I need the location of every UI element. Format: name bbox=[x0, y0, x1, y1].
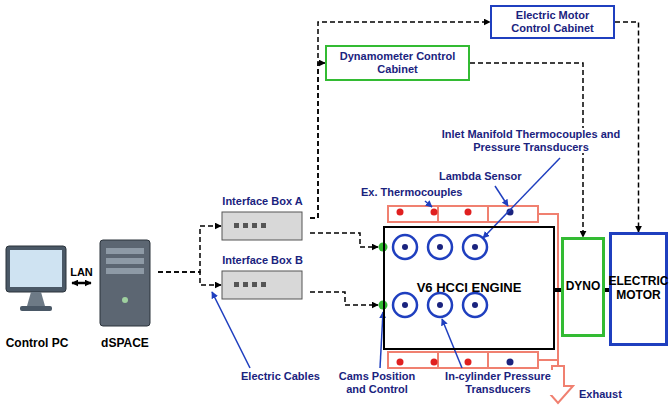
callout-label: In-cylinder Pressure Transducers bbox=[438, 370, 558, 395]
callout-label: Cams Position and Control bbox=[330, 370, 424, 395]
node-label: V6 HCCI ENGINE bbox=[417, 281, 522, 296]
node-label: Dynamometer Control Cabinet bbox=[331, 50, 464, 75]
node-label: ELECTRIC MOTOR bbox=[609, 275, 669, 303]
cable-connector bbox=[72, 282, 91, 285]
computer-node: Control PC bbox=[3, 243, 71, 351]
callout-label: Inlet Manifold Thermocouples and Pressur… bbox=[440, 128, 622, 153]
node-label: Interface Box B bbox=[222, 254, 303, 267]
callout-label: Ex. Thermocouples bbox=[360, 186, 463, 199]
cylinder bbox=[393, 235, 487, 317]
cable-connector bbox=[158, 226, 221, 272]
node-label: dSPACE bbox=[101, 337, 149, 351]
cable-connector bbox=[310, 233, 378, 247]
dynamometer-box: DYNO bbox=[561, 237, 605, 337]
cable-connector bbox=[310, 292, 378, 305]
cable-connector bbox=[158, 272, 221, 285]
interface-box-shape bbox=[222, 212, 302, 299]
node-label: Electric Motor Control Cabinet bbox=[496, 9, 609, 34]
node-label: Interface Box A bbox=[222, 195, 302, 208]
cable-connector bbox=[310, 22, 490, 218]
leader-line bbox=[212, 158, 560, 368]
callout-label: Electric Cables bbox=[240, 370, 321, 383]
node-label: DYNO bbox=[566, 280, 601, 294]
motor-box: ELECTRIC MOTOR bbox=[609, 232, 668, 346]
monitor-icon bbox=[6, 246, 66, 311]
pressure-transducer-dot bbox=[402, 244, 478, 308]
computer-node: dSPACE bbox=[92, 236, 158, 351]
node-label: Control PC bbox=[6, 337, 69, 351]
exhaust-pipe bbox=[388, 206, 558, 368]
engine-block: V6 HCCI ENGINE bbox=[383, 226, 555, 350]
connector-label: LAN bbox=[69, 266, 94, 278]
control-cabinet: Dynamometer Control Cabinet bbox=[325, 45, 470, 81]
cable-connector bbox=[615, 22, 639, 232]
interface-box: Interface Box B bbox=[215, 254, 310, 302]
control-cabinet: Electric Motor Control Cabinet bbox=[490, 5, 615, 39]
interface-box: Interface Box A bbox=[215, 195, 310, 243]
callout-label: Lambda Sensor bbox=[438, 170, 523, 183]
computer-tower-icon bbox=[100, 240, 150, 326]
callout-label: Exhaust bbox=[578, 388, 623, 401]
